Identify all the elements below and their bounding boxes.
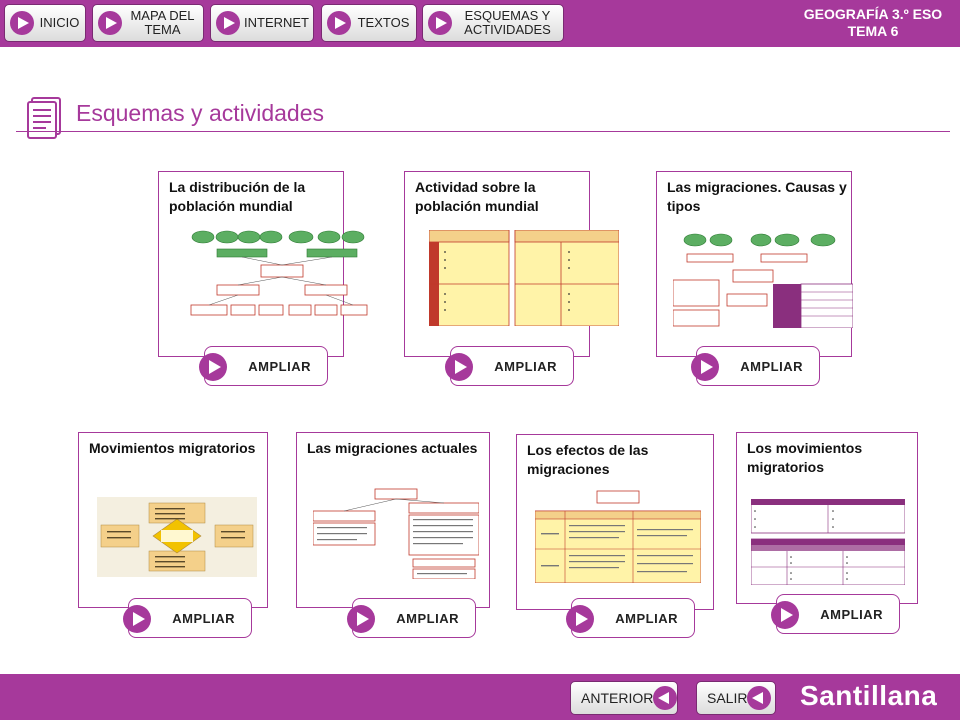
table-thumbnail	[535, 490, 701, 583]
back-icon	[653, 686, 678, 710]
card-title: Las migraciones actuales	[307, 440, 478, 456]
page-title: Esquemas y actividades	[76, 100, 325, 126]
play-icon	[691, 353, 719, 381]
play-icon	[327, 11, 351, 35]
ampliar-label: AMPLIAR	[740, 358, 803, 374]
card-title: Movimientos migratorios	[89, 440, 256, 456]
ampliar-label: AMPLIAR	[494, 358, 557, 374]
back-icon	[747, 686, 772, 710]
subject-line2: TEMA 6	[847, 23, 899, 39]
card-title: Actividad sobre la población mundial	[415, 179, 539, 214]
card-movimientos-migratorios: Movimientos migratorios	[78, 432, 268, 608]
table-thumbnail	[751, 493, 905, 585]
ampliar-label: AMPLIAR	[396, 610, 459, 626]
card-actividad-poblacion: Actividad sobre la población mundial	[404, 171, 619, 357]
play-icon	[10, 11, 34, 35]
salir-label: SALIR	[707, 690, 748, 706]
play-icon	[566, 605, 594, 633]
play-icon	[199, 353, 227, 381]
anterior-label: ANTERIOR	[581, 690, 654, 706]
ampliar-button[interactable]: AMPLIAR	[445, 346, 574, 386]
subject-heading: GEOGRAFÍA 3.º ESO TEMA 6	[798, 6, 948, 40]
nav-mapa-button[interactable]: MAPA DEL TEMA	[92, 4, 204, 42]
play-icon	[771, 601, 799, 629]
ampliar-button[interactable]: AMPLIAR	[691, 346, 820, 386]
card-migraciones-causas: Las migraciones. Causas y tipos	[656, 171, 853, 357]
title-divider	[16, 131, 950, 132]
nav-mapa-label: MAPA DEL TEMA	[130, 8, 195, 37]
card-title: Las migraciones. Causas y tipos	[667, 179, 847, 214]
card-efectos-migraciones: Los efectos de las migraciones	[516, 434, 714, 610]
diagram-thumbnail	[97, 497, 257, 577]
play-icon	[123, 605, 151, 633]
play-icon	[216, 11, 240, 35]
ampliar-label: AMPLIAR	[820, 606, 883, 622]
ampliar-label: AMPLIAR	[615, 610, 678, 626]
nav-textos-label: TEXTOS	[357, 15, 410, 30]
schema-thumbnail	[673, 233, 853, 328]
ampliar-label: AMPLIAR	[248, 358, 311, 374]
brand-logo: Santillana	[800, 680, 938, 711]
nav-esquemas-button[interactable]: ESQUEMAS Y ACTIVIDADES	[422, 4, 564, 42]
schema-thumbnail	[190, 230, 368, 316]
card-movimientos-migratorios-2: Los movimientos migratorios	[736, 432, 918, 604]
card-migraciones-actuales: Las migraciones actuales	[296, 432, 490, 608]
ampliar-button[interactable]: AMPLIAR	[771, 594, 900, 634]
nav-internet-label: INTERNET	[244, 15, 309, 30]
play-icon	[347, 605, 375, 633]
salir-button[interactable]: SALIR	[696, 681, 776, 715]
play-icon	[445, 353, 473, 381]
ampliar-button[interactable]: AMPLIAR	[566, 598, 695, 638]
card-title: Los efectos de las migraciones	[527, 442, 649, 477]
nav-internet-button[interactable]: INTERNET	[210, 4, 314, 42]
nav-inicio-label: INICIO	[39, 15, 80, 30]
ampliar-button[interactable]: AMPLIAR	[347, 598, 476, 638]
play-icon	[428, 11, 452, 35]
card-title: La distribución de la población mundial	[169, 179, 306, 214]
ampliar-button[interactable]: AMPLIAR	[199, 346, 328, 386]
activity-thumbnail	[429, 230, 619, 326]
card-distribucion: La distribución de la población mundial	[158, 171, 368, 357]
subject-line1: GEOGRAFÍA 3.º ESO	[803, 6, 943, 22]
nav-esquemas-label: ESQUEMAS Y ACTIVIDADES	[464, 8, 551, 37]
ampliar-label: AMPLIAR	[172, 610, 235, 626]
ampliar-button[interactable]: AMPLIAR	[123, 598, 252, 638]
document-icon	[27, 97, 61, 139]
anterior-button[interactable]: ANTERIOR	[570, 681, 678, 715]
schema-thumbnail	[313, 488, 479, 579]
play-icon	[98, 11, 122, 35]
nav-textos-button[interactable]: TEXTOS	[321, 4, 417, 42]
bottom-bar	[0, 674, 960, 720]
card-title: Los movimientos migratorios	[747, 440, 863, 475]
nav-inicio-button[interactable]: INICIO	[4, 4, 86, 42]
